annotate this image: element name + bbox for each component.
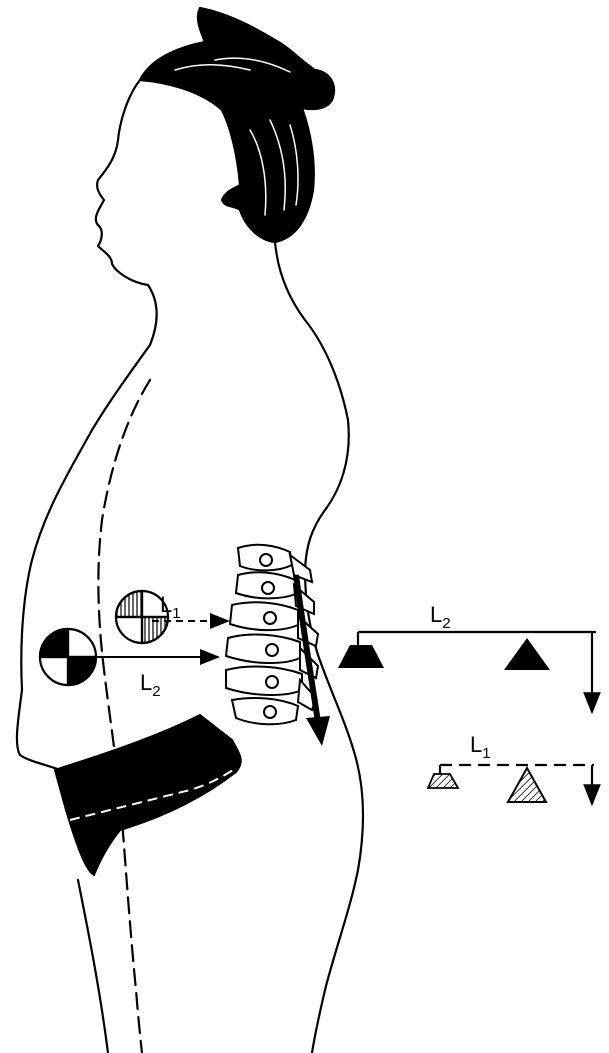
front-leg [78,880,108,1053]
lever-long [358,632,596,712]
lever-long-weight [338,645,384,668]
label-lever-short: L1 [470,732,491,762]
waist-band [55,715,241,875]
hair [140,8,334,242]
lever-short-fulcrum [508,768,546,802]
label-lever-long: L2 [430,602,451,632]
center-line [98,380,150,1053]
label-body-far: L2 [140,670,161,700]
lever-short-weight [428,774,458,788]
lever-long-fulcrum [504,638,550,670]
figure-outline [17,8,363,1053]
